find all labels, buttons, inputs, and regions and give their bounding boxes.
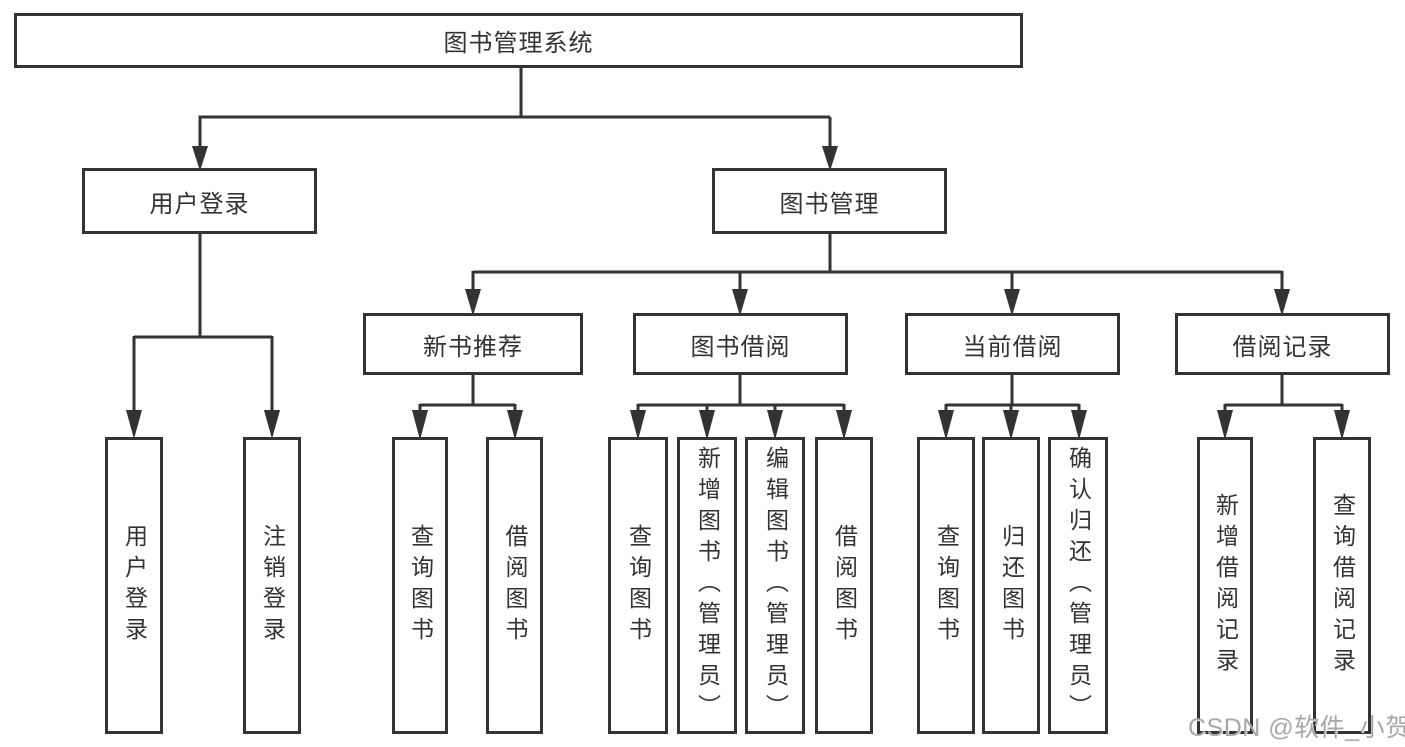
node-label: 新书推荐 <box>423 333 523 361</box>
leaf-label: 用户登录 <box>121 523 148 648</box>
node-user-login: 用户登录 <box>82 168 317 234</box>
node-label: 图书管理 <box>779 190 880 218</box>
node-borrowing-records: 借阅记录 <box>1175 313 1390 375</box>
leaf-records-add-record: 新增借阅记录 <box>1197 437 1253 734</box>
leaf-borrow-edit-books-admin: 编辑图书（管理员） <box>745 437 805 734</box>
node-library-management-system: 图书管理系统 <box>14 13 1023 68</box>
leaf-label: 查询图书 <box>625 523 652 648</box>
csdn-watermark: CSDN @软件_小贺同学 <box>1188 714 1405 742</box>
leaf-label: 归还图书 <box>998 523 1025 648</box>
node-book-borrowing: 图书借阅 <box>633 313 848 375</box>
leaf-borrow-query-books: 查询图书 <box>608 437 668 734</box>
node-label: 借阅记录 <box>1232 333 1333 361</box>
node-label: 当前借阅 <box>962 333 1063 361</box>
leaf-borrow-borrow-books: 借阅图书 <box>815 437 873 734</box>
leaf-label: 借阅图书 <box>831 523 858 648</box>
node-new-book-recommendation: 新书推荐 <box>363 313 583 375</box>
leaf-label: 注销登录 <box>259 523 286 648</box>
leaf-recommend-query-books: 查询图书 <box>392 437 448 734</box>
leaf-label: 新增借阅记录 <box>1212 492 1239 679</box>
node-label: 用户登录 <box>149 190 250 218</box>
leaf-label: 编辑图书（管理员） <box>762 446 789 725</box>
leaf-records-query-record: 查询借阅记录 <box>1313 437 1371 734</box>
leaf-logout: 注销登录 <box>243 437 301 734</box>
leaf-label: 确认归还（管理员） <box>1065 446 1092 725</box>
leaf-user-login: 用户登录 <box>105 437 163 734</box>
leaf-current-query-books: 查询图书 <box>917 437 975 734</box>
leaf-borrow-add-books-admin: 新增图书（管理员） <box>677 437 737 734</box>
node-label: 图书借阅 <box>690 333 791 361</box>
leaf-label: 查询图书 <box>407 523 434 648</box>
leaf-recommend-borrow-books: 借阅图书 <box>486 437 543 734</box>
node-book-management: 图书管理 <box>712 168 947 234</box>
leaf-label: 新增图书（管理员） <box>694 446 721 725</box>
leaf-current-confirm-return-admin: 确认归还（管理员） <box>1048 437 1108 734</box>
leaf-current-return-books: 归还图书 <box>982 437 1040 734</box>
leaf-label: 查询图书 <box>933 523 960 648</box>
node-label: 图书管理系统 <box>443 30 594 57</box>
leaf-label: 查询借阅记录 <box>1329 492 1356 679</box>
leaf-label: 借阅图书 <box>502 523 528 648</box>
node-current-borrowing: 当前借阅 <box>905 313 1120 375</box>
